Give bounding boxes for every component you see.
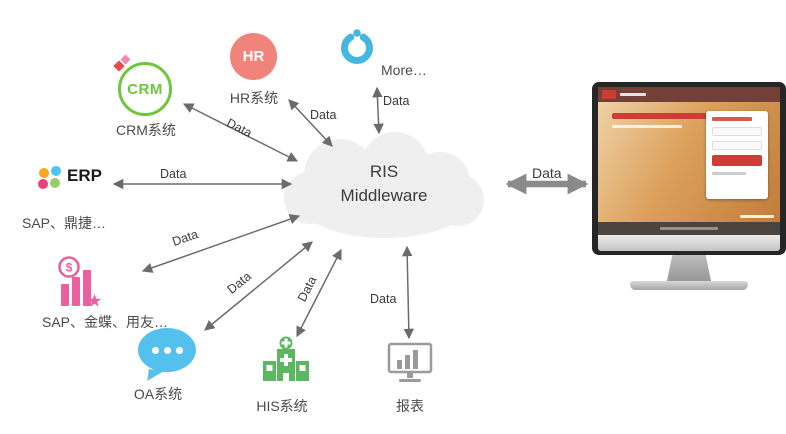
site-footer: [598, 222, 780, 235]
erp-dot-pink: [38, 179, 48, 189]
site-header: [598, 87, 780, 102]
login-panel: [706, 111, 768, 199]
login-username-field: [712, 127, 762, 136]
erp-dot-blue: [51, 166, 61, 176]
hr-icon-text: HR: [242, 48, 265, 65]
arrow-finance-cloud: [141, 214, 301, 273]
star-icon: [87, 294, 102, 307]
erp-icon: [38, 166, 62, 190]
crm-icon: CRM: [118, 62, 172, 116]
node-label-finance: SAP、金蝶、用友…: [42, 314, 169, 330]
monitor-frame: [592, 82, 786, 255]
login-password-field: [712, 141, 762, 150]
node-label-more: More…: [381, 62, 427, 78]
site-headline-text: [612, 113, 716, 119]
report-monitor-icon: [387, 342, 433, 382]
hr-icon: HR: [230, 33, 277, 80]
login-title-text: [712, 117, 752, 121]
data-arrow-label: Data: [224, 269, 254, 297]
monitor-screen: [598, 87, 780, 235]
node-label-hr: HR系统: [229, 90, 279, 106]
crm-spark-icon: [113, 56, 133, 76]
site-footer-text: [660, 227, 718, 230]
cloud-title: RIS Middleware: [340, 162, 428, 205]
data-arrow-label: Data: [170, 227, 200, 249]
more-systems-icon: [341, 29, 373, 64]
erp-dot-green: [50, 178, 60, 188]
site-logo-text: [620, 93, 646, 96]
node-label-report: 报表: [396, 398, 424, 414]
erp-icon-text: ERP: [67, 166, 102, 185]
arrow-oa-cloud: [204, 241, 313, 331]
main-arrow-data-label: Data: [532, 165, 562, 181]
node-label-crm: CRM系统: [116, 122, 176, 138]
finance-chart-icon: $: [58, 256, 102, 307]
chat-dot: [151, 346, 159, 354]
crm-icon-text: CRM: [127, 80, 163, 98]
hospital-icon: [263, 336, 309, 381]
data-arrow-label: Data: [370, 292, 397, 306]
site-logo: [602, 90, 616, 99]
node-label-oa: OA系统: [133, 386, 183, 402]
monitor: [592, 82, 786, 290]
site-corner-text: [740, 215, 774, 218]
monitor-stand-neck: [667, 255, 711, 281]
monitor-chin: [598, 235, 780, 251]
data-arrow-label: Data: [310, 108, 337, 122]
node-label-erp: SAP、鼎捷…: [22, 215, 107, 231]
arrow-more-cloud: [372, 86, 384, 135]
monitor-stand-base: [630, 281, 748, 290]
oa-chat-icon: [138, 328, 196, 372]
node-label-his: HIS系统: [256, 398, 308, 414]
data-arrow-label: Data: [224, 115, 255, 141]
login-links-text: [712, 172, 746, 175]
chat-dot: [175, 346, 183, 354]
dollar-icon-text: $: [66, 261, 73, 275]
data-arrow-label: Data: [383, 94, 410, 108]
arrow-report-cloud: [401, 245, 415, 340]
erp-dot-yellow: [39, 168, 49, 178]
data-arrow-label: Data: [294, 274, 320, 304]
data-arrow-label: Data: [160, 167, 187, 181]
site-body-text: [612, 125, 682, 128]
chat-dot: [163, 346, 171, 354]
login-button: [712, 155, 762, 166]
